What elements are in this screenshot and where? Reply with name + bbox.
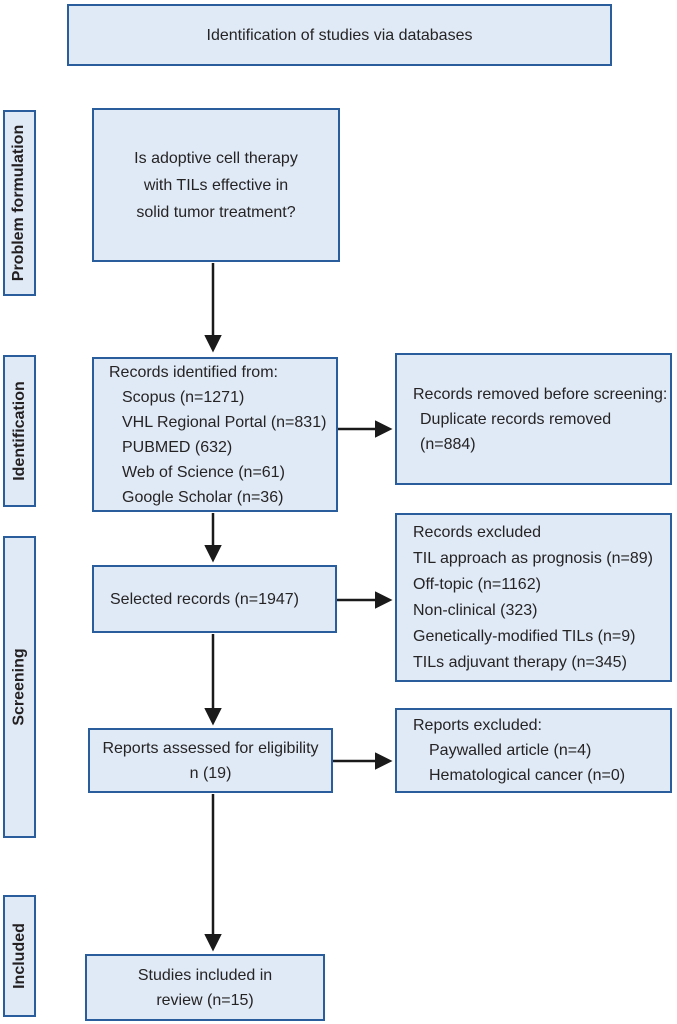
phase-label: Problem formulation xyxy=(10,124,28,282)
reports-assessed-line: Reports assessed for eligibility xyxy=(102,739,319,757)
records-excluded-item: TIL approach as prognosis (n=89) xyxy=(413,549,653,567)
records-identified-item: VHL Regional Portal (n=831) xyxy=(122,413,327,431)
selected-records-label: Selected records (n=1947) xyxy=(110,590,299,608)
reports-excluded-item: Hematological cancer (n=0) xyxy=(429,767,626,784)
records-identified-heading: Records identified from: xyxy=(109,363,278,381)
records-identified-box: Records identified from: Scopus (n=1271)… xyxy=(92,357,338,512)
reports-assessed-line: n (19) xyxy=(189,764,232,782)
records-excluded-item: Non-clinical (323) xyxy=(413,601,538,619)
phase-label: Identification xyxy=(10,381,28,481)
records-removed-heading: Records removed before screening: xyxy=(413,385,668,403)
records-removed-box: Records removed before screening: Duplic… xyxy=(395,353,672,485)
records-excluded-item: Off-topic (n=1162) xyxy=(413,575,541,593)
records-identified-item: Google Scholar (n=36) xyxy=(122,488,284,506)
records-identified-item: PUBMED (632) xyxy=(122,438,233,456)
records-excluded-heading: Records excluded xyxy=(413,523,542,541)
question-line: Is adoptive cell therapy xyxy=(134,149,298,167)
sidebar-phase-screening: Screening xyxy=(3,536,36,838)
records-excluded-box: Records excluded TIL approach as prognos… xyxy=(395,513,672,682)
sidebar-phase-identification: Identification xyxy=(3,355,36,507)
records-excluded-item: TILs adjuvant therapy (n=345) xyxy=(413,653,627,671)
selected-records-box: Selected records (n=1947) xyxy=(92,565,337,633)
records-removed-item: Duplicate records removed (n=884) xyxy=(420,410,612,453)
sidebar-phase-problem-formulation: Problem formulation xyxy=(3,110,36,296)
records-identified-item: Web of Science (n=61) xyxy=(122,463,285,481)
studies-included-box: Studies included in review (n=15) xyxy=(85,954,325,1021)
reports-excluded-heading: Reports excluded: xyxy=(413,717,542,734)
sidebar-phase-included: Included xyxy=(3,895,36,1017)
reports-excluded-item: Paywalled article (n=4) xyxy=(429,742,592,759)
records-identified-item: Scopus (n=1271) xyxy=(122,388,245,406)
question-box: Is adoptive cell therapy with TILs effec… xyxy=(92,108,340,262)
studies-included-line: review (n=15) xyxy=(156,991,254,1009)
reports-excluded-box: Reports excluded: Paywalled article (n=4… xyxy=(395,708,672,793)
question-line: solid tumor treatment? xyxy=(136,203,296,221)
phase-label: Included xyxy=(10,923,28,989)
reports-assessed-box: Reports assessed for eligibility n (19) xyxy=(88,728,333,793)
title-box: Identification of studies via databases xyxy=(67,4,612,66)
records-excluded-item: Genetically-modified TILs (n=9) xyxy=(413,627,636,645)
question-line: with TILs effective in xyxy=(143,176,289,194)
studies-included-line: Studies included in xyxy=(137,966,273,984)
phase-label: Screening xyxy=(10,648,28,726)
title-label: Identification of studies via databases xyxy=(206,26,473,44)
